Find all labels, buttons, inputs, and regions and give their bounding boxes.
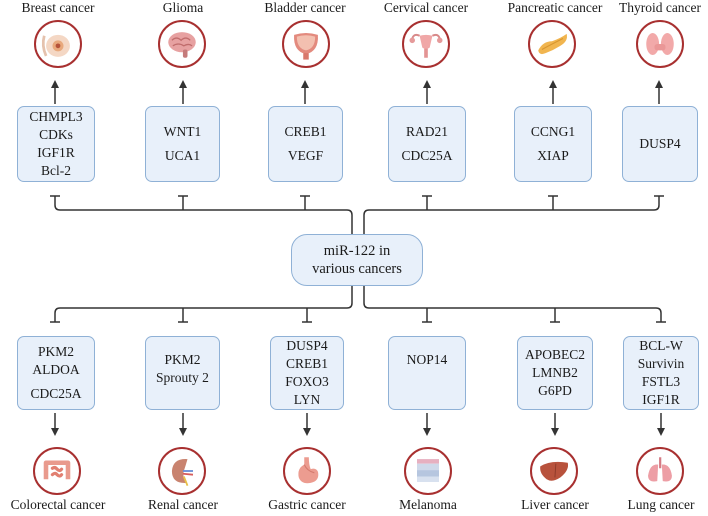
cancer-name-lung: Lung cancer xyxy=(627,497,695,512)
arrow-head xyxy=(301,80,309,88)
center-node: miR-122 in various cancers xyxy=(291,234,423,286)
target-gene: CREB1 xyxy=(284,124,327,139)
target-box-pancreatic: CCNG1 XIAP xyxy=(514,106,592,182)
target-gene: NOP14 xyxy=(406,352,448,367)
target-gene: CDC25A xyxy=(401,148,453,163)
target-gene: IGF1R xyxy=(37,145,75,160)
arrow-head xyxy=(179,428,187,436)
cancer-name-gastric: Gastric cancer xyxy=(268,497,346,512)
target-gene: DUSP4 xyxy=(286,338,328,353)
cancer-name-bladder: Bladder cancer xyxy=(264,0,346,15)
target-gene: BCL-W xyxy=(639,338,683,353)
cancer-name-renal: Renal cancer xyxy=(147,497,219,512)
target-box-bladder: CREB1 VEGF xyxy=(268,106,343,182)
target-gene: Bcl-2 xyxy=(41,163,71,178)
target-gene: G6PD xyxy=(538,383,572,398)
cancer-name-liver: Liver cancer xyxy=(521,497,589,512)
target-gene: LMNB2 xyxy=(532,365,578,380)
target-gene: Survivin xyxy=(637,356,685,371)
lungs-icon xyxy=(636,447,684,495)
arrow-head xyxy=(179,80,187,88)
target-gene: XIAP xyxy=(537,148,569,163)
target-box-lung: BCL-W Survivin FSTL3 IGF1R xyxy=(623,336,699,410)
kidney-icon xyxy=(158,447,206,495)
arrow-head xyxy=(303,428,311,436)
arrow-head xyxy=(549,80,557,88)
cancer-name-cervical: Cervical cancer xyxy=(383,0,469,15)
arrow-head xyxy=(51,428,59,436)
target-box-cervical: RAD21 CDC25A xyxy=(388,106,466,182)
arrow-head xyxy=(655,80,663,88)
target-box-colorectal: PKM2 ALDOA CDC25A xyxy=(17,336,95,410)
target-gene: CREB1 xyxy=(285,356,328,371)
target-gene: CDKs xyxy=(39,127,73,142)
pancreas-icon xyxy=(528,20,576,68)
target-box-liver: APOBEC2 LMNB2 G6PD xyxy=(517,336,593,410)
target-gene: UCA1 xyxy=(164,148,201,163)
target-gene: CHMPL3 xyxy=(29,109,83,124)
target-gene: PKM2 xyxy=(164,352,201,367)
target-gene: PKM2 xyxy=(37,344,74,359)
target-gene: WNT1 xyxy=(163,124,202,139)
skin-icon xyxy=(404,447,452,495)
bracket-top-right xyxy=(363,196,660,234)
cancer-name-glioma: Glioma xyxy=(162,0,204,15)
breast-icon xyxy=(34,20,82,68)
bracket-top-left xyxy=(54,196,353,234)
target-gene: VEGF xyxy=(287,148,324,163)
target-gene: ALDOA xyxy=(32,362,80,377)
uterus-icon xyxy=(402,20,450,68)
target-gene: CDC25A xyxy=(30,386,82,401)
target-box-breast: CHMPL3 CDKs IGF1R Bcl-2 xyxy=(17,106,95,182)
bracket-bottom-left xyxy=(54,286,353,322)
target-gene: FOXO3 xyxy=(285,374,329,389)
target-gene: CCNG1 xyxy=(530,124,576,139)
cancer-name-thyroid: Thyroid cancer xyxy=(618,0,702,15)
intestine-icon xyxy=(33,447,81,495)
target-gene: Sprouty 2 xyxy=(156,370,209,385)
arrow-head xyxy=(423,80,431,88)
target-gene: IGF1R xyxy=(642,392,680,407)
center-label-line1: miR-122 in xyxy=(323,243,391,259)
cancer-name-breast: Breast cancer xyxy=(21,0,95,15)
arrow-head xyxy=(551,428,559,436)
arrow-head xyxy=(657,428,665,436)
target-box-melanoma: NOP14 xyxy=(388,336,466,410)
target-box-renal: PKM2 Sprouty 2 xyxy=(145,336,220,410)
target-gene: APOBEC2 xyxy=(524,347,585,362)
arrow-head xyxy=(51,80,59,88)
target-gene: RAD21 xyxy=(405,124,448,139)
target-gene: DUSP4 xyxy=(639,136,681,151)
bracket-bottom-right xyxy=(363,286,662,322)
cancer-name-melanoma: Melanoma xyxy=(399,497,457,512)
bladder-icon xyxy=(282,20,330,68)
thyroid-icon xyxy=(636,20,684,68)
liver-icon xyxy=(530,447,578,495)
center-label-line2: various cancers xyxy=(312,261,402,277)
brain-icon xyxy=(158,20,206,68)
target-gene: LYN xyxy=(293,392,321,407)
target-gene: FSTL3 xyxy=(641,374,681,389)
target-box-gastric: DUSP4 CREB1 FOXO3 LYN xyxy=(270,336,344,410)
target-box-thyroid: DUSP4 xyxy=(622,106,698,182)
arrow-head xyxy=(423,428,431,436)
cancer-name-colorectal: Colorectal cancer xyxy=(10,497,106,512)
target-box-glioma: WNT1 UCA1 xyxy=(145,106,220,182)
stomach-icon xyxy=(283,447,331,495)
cancer-name-pancreatic: Pancreatic cancer xyxy=(507,0,603,15)
